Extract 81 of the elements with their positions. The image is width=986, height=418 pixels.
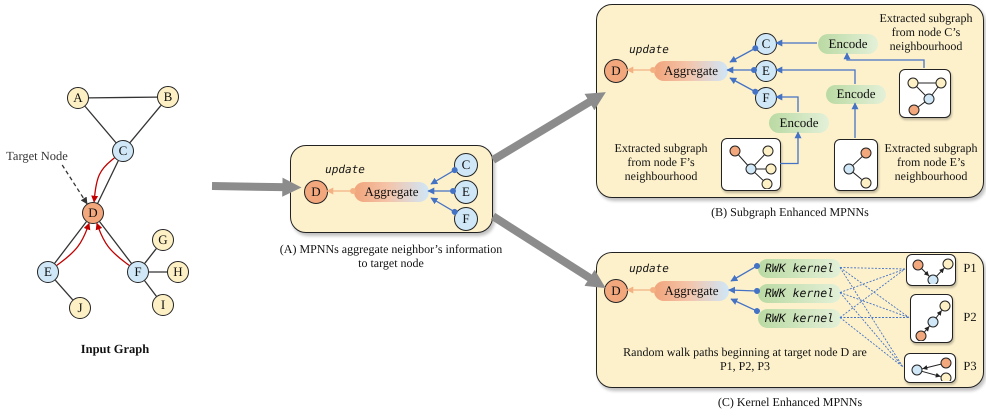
kernel-block: RWK kernel <box>758 259 841 278</box>
arrow <box>427 188 456 194</box>
kernel-block: RWK kernel <box>758 284 841 303</box>
edge-line <box>97 160 119 204</box>
graph-node: I <box>152 294 174 316</box>
dashed-line <box>840 317 910 318</box>
arrow <box>729 77 758 95</box>
caption: (B) Subgraph Enhanced MPNNs <box>710 206 870 220</box>
arrow <box>852 102 858 138</box>
arrow <box>430 167 458 185</box>
arrow <box>626 286 656 294</box>
dashed-arrow <box>62 164 88 204</box>
aggregate-block: Aggregate <box>654 61 728 81</box>
encode-block: Encode <box>826 85 886 104</box>
graph-node: D <box>82 202 104 224</box>
arrow <box>326 188 356 194</box>
path-label: P3 <box>962 359 978 374</box>
arrow <box>726 66 757 74</box>
edge-line <box>54 280 74 300</box>
panel <box>290 145 493 233</box>
arrow <box>775 40 817 46</box>
dashed-line <box>840 267 904 368</box>
encode-block: Encode <box>769 113 829 133</box>
arrow <box>626 66 656 74</box>
note: Random walk paths beginning at target node D are P1, P2, P3 <box>622 346 868 374</box>
arrow <box>775 66 856 84</box>
edge-line <box>89 96 157 99</box>
arrow <box>430 197 458 215</box>
node-label: Target Node <box>2 149 72 165</box>
block-arrow <box>490 212 606 288</box>
graph-node: J <box>69 297 91 319</box>
arrow <box>728 286 760 294</box>
block-arrow <box>490 92 606 164</box>
block-arrow <box>212 178 302 197</box>
caption: (A) MPNNs aggregate neighbor’s information to target node <box>278 243 504 271</box>
graph-node: C <box>755 33 777 55</box>
arrow <box>780 131 802 164</box>
graph-node: B <box>157 86 179 108</box>
arrow <box>729 45 758 63</box>
dashed-line <box>840 267 906 270</box>
kernel-block: RWK kernel <box>758 309 841 328</box>
edge-line <box>144 280 157 297</box>
encode-block: Encode <box>818 34 878 54</box>
graph-node: D <box>304 180 328 204</box>
graph-node: C <box>112 140 134 162</box>
graph-node: E <box>755 60 777 82</box>
panel <box>596 4 984 198</box>
graph-node: C <box>454 153 478 177</box>
panel <box>596 252 984 388</box>
graph-node: F <box>454 207 478 231</box>
caption: Input Graph <box>80 342 150 356</box>
arrow <box>730 262 760 282</box>
caption: (C) Kernel Enhanced MPNNs <box>716 396 864 410</box>
arrow <box>91 157 115 203</box>
dashed-line <box>840 317 904 368</box>
graph-node: A <box>67 87 89 109</box>
graph-node: D <box>604 59 628 83</box>
graph-node: F <box>127 261 149 283</box>
aggregate-block: Aggregate <box>654 281 729 301</box>
subgraph-caption: Extracted subgraph from node C’s neighbourhood <box>878 12 974 54</box>
dashed-line <box>840 292 910 318</box>
dashed-line <box>840 292 904 368</box>
aggregate-block: Aggregate <box>354 182 429 202</box>
graph-node: G <box>152 229 174 251</box>
graph-node: E <box>37 261 59 283</box>
arrow <box>844 52 925 68</box>
edge-line <box>144 248 157 264</box>
edge-line <box>130 105 162 143</box>
subgraph-caption: Extracted subgraph from node F’s neighbourhood <box>614 142 708 184</box>
edge-line <box>84 106 116 144</box>
subgraph-caption: Extracted subgraph from node E’s neighbourhood <box>884 142 978 184</box>
edge-line <box>149 271 167 273</box>
graph-node: H <box>167 261 189 283</box>
dashed-line <box>840 268 906 293</box>
graph-node: D <box>604 279 628 303</box>
path-label: P2 <box>962 310 978 324</box>
arrow <box>730 298 760 314</box>
arrow <box>775 94 799 112</box>
graph-node: F <box>755 87 777 109</box>
path-label: P1 <box>962 261 978 276</box>
graph-node: E <box>454 180 478 204</box>
